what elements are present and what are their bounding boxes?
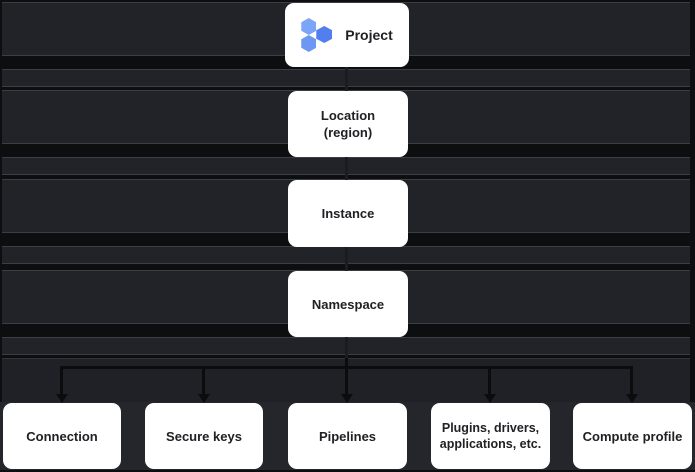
arrow-down-icon bbox=[341, 394, 353, 403]
connector-drop-pipelines bbox=[345, 368, 348, 396]
node-secure-keys: Secure keys bbox=[145, 403, 263, 469]
connector-project-location bbox=[345, 66, 348, 92]
node-label: Namespace bbox=[311, 296, 385, 312]
hexagon-cluster-icon bbox=[301, 18, 333, 52]
connector-drop-secure-keys bbox=[202, 368, 205, 396]
node-label: Plugins, drivers, applications, etc. bbox=[439, 421, 542, 451]
node-connection: Connection bbox=[3, 403, 121, 469]
connector-location-instance bbox=[345, 156, 348, 181]
node-plugins-drivers-applications: Plugins, drivers, applications, etc. bbox=[431, 403, 550, 469]
connector-branch-line bbox=[60, 366, 633, 369]
node-label: Location (region) bbox=[320, 108, 376, 140]
node-pipelines: Pipelines bbox=[288, 403, 407, 469]
node-project: Project bbox=[285, 3, 409, 67]
connector-instance-namespace bbox=[345, 246, 348, 272]
connector-drop-compute-profile bbox=[630, 368, 633, 396]
arrow-down-icon bbox=[484, 394, 496, 403]
right-edge-line bbox=[690, 0, 695, 402]
connector-drop-connection bbox=[60, 368, 63, 396]
node-instance: Instance bbox=[288, 180, 408, 247]
node-label: Secure keys bbox=[166, 428, 242, 444]
connector-namespace-spine bbox=[345, 358, 348, 368]
connector-namespace-spine bbox=[345, 336, 348, 358]
hexagon-shape bbox=[301, 35, 317, 52]
node-label: Instance bbox=[321, 206, 375, 221]
node-label: Project bbox=[345, 26, 393, 43]
hexagon-shape bbox=[316, 26, 333, 43]
connector-drop-plugins bbox=[488, 368, 491, 396]
hexagon-shape bbox=[301, 18, 317, 35]
node-label: Compute profile bbox=[582, 428, 683, 444]
arrow-down-icon bbox=[626, 394, 638, 403]
node-namespace: Namespace bbox=[288, 271, 408, 337]
node-compute-profile: Compute profile bbox=[573, 403, 692, 469]
arrow-down-icon bbox=[198, 394, 210, 403]
node-label: Connection bbox=[26, 428, 98, 444]
node-location-region: Location (region) bbox=[288, 91, 408, 157]
node-label: Pipelines bbox=[318, 428, 377, 444]
left-edge-line bbox=[0, 0, 2, 402]
arrow-down-icon bbox=[56, 394, 68, 403]
